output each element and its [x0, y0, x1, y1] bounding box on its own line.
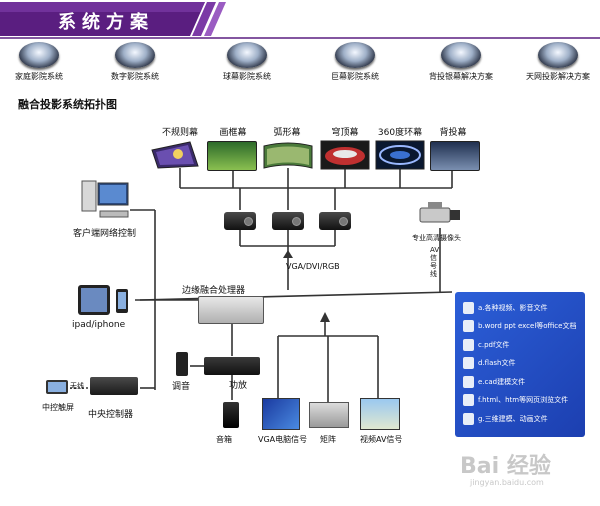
- feature-item: c.pdf文件: [463, 339, 585, 353]
- pdf-icon: [463, 339, 474, 351]
- projector: [224, 212, 256, 230]
- category-rear-projection[interactable]: 背投银幕解决方案: [413, 42, 509, 86]
- vga-source-label: VGA电脑信号: [258, 435, 308, 444]
- computer-icon: [81, 180, 129, 218]
- header-banner: [0, 2, 600, 39]
- remote-icon: [176, 352, 188, 376]
- watermark-logo: Bai 经验: [460, 454, 551, 479]
- screen-label: 穹顶幕: [331, 128, 359, 138]
- cad-icon: [463, 376, 474, 388]
- amp-label: 功放: [229, 381, 248, 391]
- flash-icon: [463, 357, 474, 369]
- file-icon: [463, 320, 474, 332]
- tablet-icon: [78, 285, 128, 315]
- screen-label: 画框幕: [219, 128, 247, 138]
- screen-label: 不规则幕: [161, 128, 198, 138]
- matrix-device: [309, 402, 349, 428]
- 3d-icon: [463, 413, 474, 425]
- category-giant-screen[interactable]: 巨幕影院系统: [307, 42, 403, 86]
- category-label: 球幕影院系统: [223, 72, 271, 81]
- digital-cinema-icon: [115, 42, 155, 68]
- av-source-screen: [360, 398, 400, 430]
- irregular-screen: [151, 141, 199, 169]
- web-icon: [463, 394, 474, 406]
- category-label: 巨幕影院系统: [331, 72, 379, 81]
- category-label: 天网投影解决方案: [526, 72, 590, 81]
- diagram-title: 融合投影系统拓扑图: [18, 98, 117, 111]
- signal-label: VGA/DVI/RGB: [286, 262, 340, 271]
- curved-screen: [263, 142, 313, 169]
- central-controller: [90, 377, 138, 395]
- feature-item: b.word ppt excel等office文档: [463, 320, 585, 334]
- vga-source-screen: [262, 398, 300, 430]
- camera-icon: [419, 202, 460, 223]
- tuning-label: 调音: [172, 382, 191, 392]
- category-home-theater[interactable]: 家庭影院系统: [0, 42, 87, 86]
- watermark-url: jingyan.baidu.com: [470, 478, 544, 487]
- feature-item: a.各种视频、影音文件: [463, 302, 585, 316]
- sky-projection-icon: [538, 42, 578, 68]
- category-sky-projection[interactable]: 天网投影解决方案: [510, 42, 600, 86]
- feature-item: g.三维建模、动画文件: [463, 413, 585, 427]
- speaker-icon: [223, 402, 239, 428]
- feature-item: d.flash文件: [463, 357, 585, 371]
- mobile-label: ipad/iphone: [72, 320, 126, 330]
- category-label: 背投银幕解决方案: [429, 72, 493, 81]
- projector: [319, 212, 351, 230]
- framed-screen: [207, 141, 257, 171]
- wireless-label: 无线: [70, 382, 84, 390]
- touch-panel-icon: [46, 380, 68, 394]
- screen-label: 背投幕: [439, 128, 467, 138]
- projector: [272, 212, 304, 230]
- home-theater-icon: [19, 42, 59, 68]
- client-label: 客户端网络控制: [73, 229, 137, 239]
- camera-label: 专业高清摄像头: [412, 234, 461, 242]
- category-digital-cinema[interactable]: 数字影院系统: [87, 42, 183, 86]
- feature-item: e.cad建模文件: [463, 376, 585, 390]
- giant-screen-icon: [335, 42, 375, 68]
- matrix-label: 矩阵: [320, 435, 336, 444]
- category-label: 家庭影院系统: [15, 72, 63, 81]
- feature-item: f.html、htm等网页浏览文件: [463, 394, 585, 408]
- processor-label: 边缘融合处理器: [182, 286, 246, 296]
- rear-projection-icon: [441, 42, 481, 68]
- category-dome-cinema[interactable]: 球幕影院系统: [199, 42, 295, 86]
- dome-screen: [320, 140, 370, 170]
- page-title: 系统方案: [58, 12, 154, 33]
- file-icon: [463, 302, 474, 314]
- screen-label: 360度环幕: [377, 128, 423, 138]
- speaker-label: 音箱: [216, 435, 232, 444]
- 360-screen: [375, 140, 425, 170]
- rear-screen: [430, 141, 480, 171]
- dome-cinema-icon: [227, 42, 267, 68]
- category-label: 数字影院系统: [111, 72, 159, 81]
- controller-label: 中央控制器: [88, 410, 134, 420]
- blending-processor: [198, 296, 264, 324]
- av-line-label: AV信号线: [430, 246, 440, 278]
- av-source-label: 视频AV信号: [360, 435, 403, 444]
- file-format-panel: a.各种视频、影音文件 b.word ppt excel等office文档 c.…: [455, 292, 585, 437]
- amplifier: [204, 357, 260, 375]
- screen-label: 弧形幕: [273, 128, 301, 138]
- touch-label: 中控触屏: [42, 403, 74, 412]
